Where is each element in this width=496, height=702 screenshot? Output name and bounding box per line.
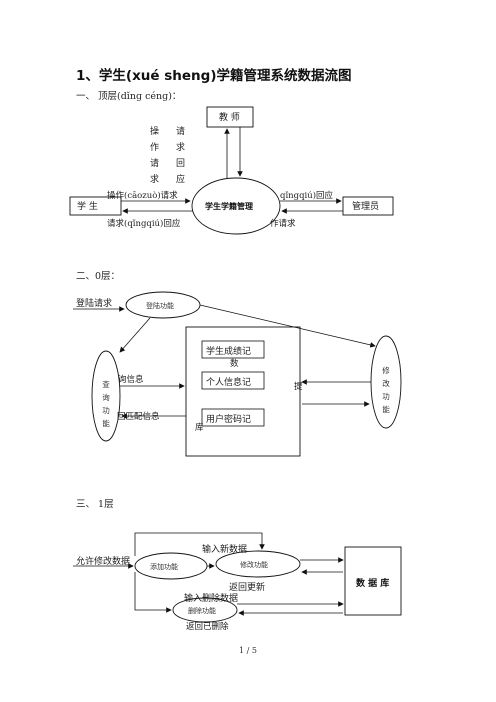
left-top-flow-label: 操作(cāozuò)请求 [107, 191, 178, 201]
req-response-col: 请求回应 [176, 127, 186, 185]
store-personal-label: 个人信息记 [206, 378, 252, 388]
modify-process-l1-label: 修改功能 [240, 561, 268, 569]
modify-process-label: 修改功能 [382, 366, 390, 414]
left-bottom-flow-label: 请求(qǐngqiú)回应 [107, 219, 181, 229]
center-process-label: 学生学籍管理 [205, 202, 253, 211]
query-info-label: 询信息 [118, 375, 144, 385]
store-passwords-label: 用户密码记 [206, 415, 252, 425]
input-delete-label: 输入删除数据 [184, 594, 239, 604]
login-process-label: 登陆功能 [146, 302, 174, 310]
delete-process [172, 597, 238, 623]
return-deleted-label: 返回已删除 [186, 622, 229, 632]
data-store-group [185, 326, 301, 457]
teacher-box [206, 106, 254, 128]
page-title: 1、学生(xué sheng)学籍管理系统数据流图 [76, 68, 352, 84]
center-process [191, 177, 281, 235]
store-passwords [201, 408, 265, 427]
input-new-data-label: 输入新数据 [202, 545, 248, 555]
student-label: 学 生 [77, 202, 98, 212]
query-process [91, 350, 121, 442]
right-bottom-flow-label: 作请求 [270, 219, 296, 229]
section-heading-level-0: 二、0层： [76, 271, 121, 282]
allow-modify-label: 允许修改数据 [76, 557, 131, 567]
admin-label: 管理员 [352, 202, 380, 212]
op-request-col: 操作请求 [150, 127, 160, 185]
right-top-flow-label: qǐngqiú)回应 [280, 191, 334, 201]
student-box [69, 196, 122, 216]
store-personal [201, 371, 265, 390]
query-process-label: 查询功能 [102, 380, 110, 428]
database-label: 数 据 库 [356, 579, 390, 589]
page-number: 1 / 5 [239, 646, 257, 655]
match-info-label: 回匹配信息 [117, 412, 160, 422]
store-scores-suffix: 数 [230, 359, 239, 369]
return-update-label: 返回更新 [229, 583, 266, 593]
login-request-label: 登陆请求 [76, 299, 113, 309]
submit-label: 提 [294, 382, 303, 392]
admin-box [342, 196, 394, 216]
section-heading-top-level: 一、 顶层(dǐnɡ cénɡ)： [76, 91, 182, 102]
database-box [344, 546, 402, 616]
modify-process-l1 [215, 550, 301, 578]
add-process-label: 添加功能 [150, 563, 178, 571]
store-suffix: 库 [195, 423, 204, 433]
section-heading-level-1: 三、 1层 [76, 499, 114, 510]
store-scores-label: 学生成绩记 [206, 347, 252, 357]
delete-process-label: 删除功能 [188, 607, 216, 615]
store-scores [201, 340, 265, 359]
teacher-label: 教 师 [219, 113, 240, 123]
